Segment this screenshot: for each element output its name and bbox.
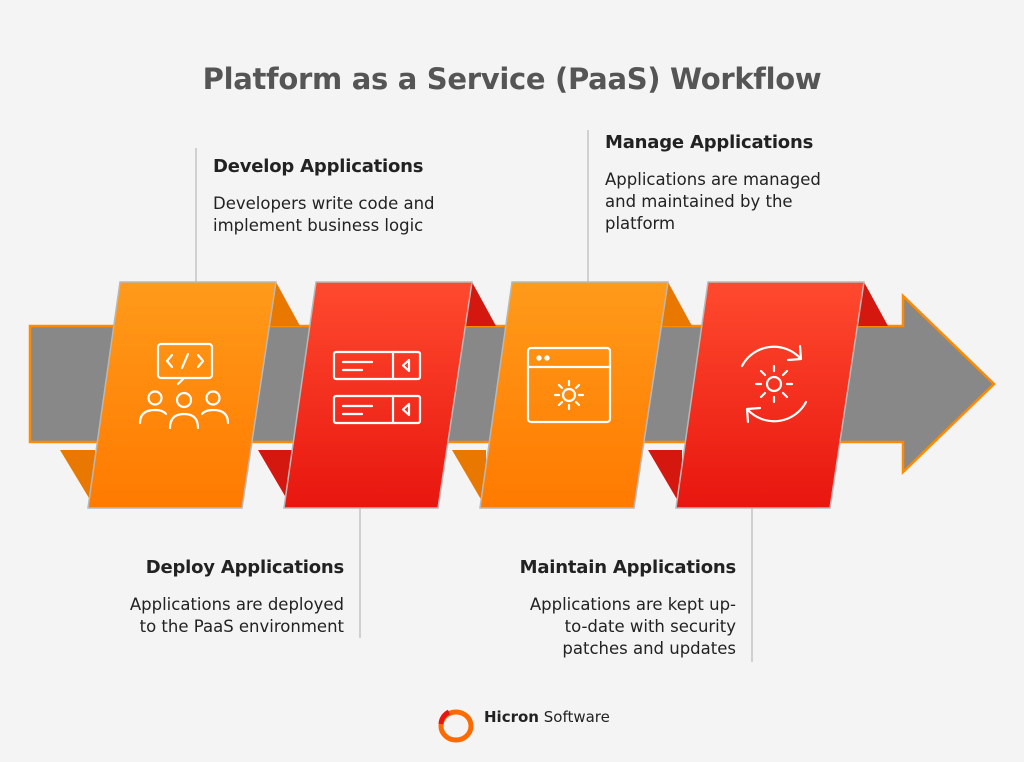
brand-name-regular: Software (543, 708, 610, 726)
brand-name: Hicron Software (484, 708, 610, 726)
desc-line: platform (605, 214, 676, 233)
step-develop: Develop Applications Developers write co… (213, 156, 513, 237)
desc-line: Applications are kept up- (529, 595, 736, 614)
step-manage: Manage Applications Applications are man… (605, 132, 905, 235)
step-title: Maintain Applications (519, 557, 737, 578)
step-title: Deploy Applications (145, 557, 344, 578)
page-title: Platform as a Service (PaaS) Workflow (202, 62, 822, 96)
desc-line: implement business logic (213, 216, 424, 235)
desc-line: Applications are managed (605, 170, 821, 189)
step-description: Applications are kept up- to-date with s… (436, 594, 736, 660)
step-title: Develop Applications (213, 156, 424, 177)
brand-name-bold: Hicron (484, 708, 539, 726)
desc-line: to the PaaS environment (139, 617, 344, 636)
step-deploy: Deploy Applications Applications are dep… (44, 557, 344, 638)
desc-line: Developers write code and (213, 194, 435, 213)
step-panel-maintain (675, 281, 865, 509)
footer-brand: Hicron Software (476, 708, 610, 726)
step-panel-develop (87, 281, 277, 509)
server-rack-icon (332, 350, 422, 425)
gear-refresh-icon (740, 344, 808, 424)
step-description: Developers write code and implement busi… (213, 193, 513, 237)
desc-line: and maintained by the (605, 192, 793, 211)
desc-line: patches and updates (562, 639, 736, 658)
step-description: Applications are deployed to the PaaS en… (44, 594, 344, 638)
developer-team-code-icon (138, 342, 230, 430)
step-description: Applications are managed and maintained … (605, 169, 905, 235)
desc-line: Applications are deployed (129, 595, 344, 614)
desc-line: to-date with security (564, 617, 736, 636)
browser-gear-icon (526, 346, 612, 424)
hicron-ring-logo-icon (438, 709, 474, 743)
step-maintain: Maintain Applications Applications are k… (436, 557, 737, 660)
step-title: Manage Applications (605, 132, 814, 153)
